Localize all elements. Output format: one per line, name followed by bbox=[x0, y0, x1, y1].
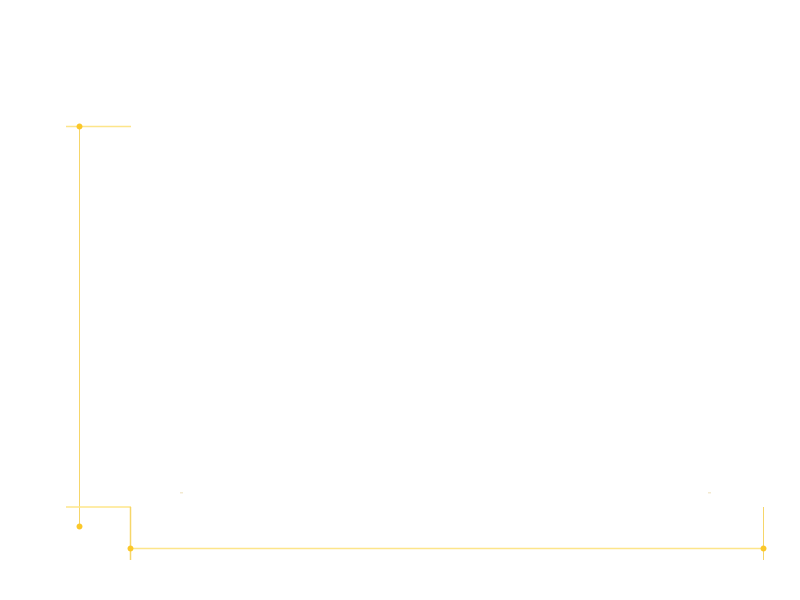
faint-mark bbox=[708, 492, 711, 494]
faint-mark bbox=[180, 492, 183, 494]
connector-dot-icon[interactable] bbox=[127, 545, 134, 552]
connector-dot-icon[interactable] bbox=[76, 123, 83, 130]
connector-dot-icon[interactable] bbox=[760, 545, 767, 552]
connector-dot-icon[interactable] bbox=[76, 523, 83, 530]
